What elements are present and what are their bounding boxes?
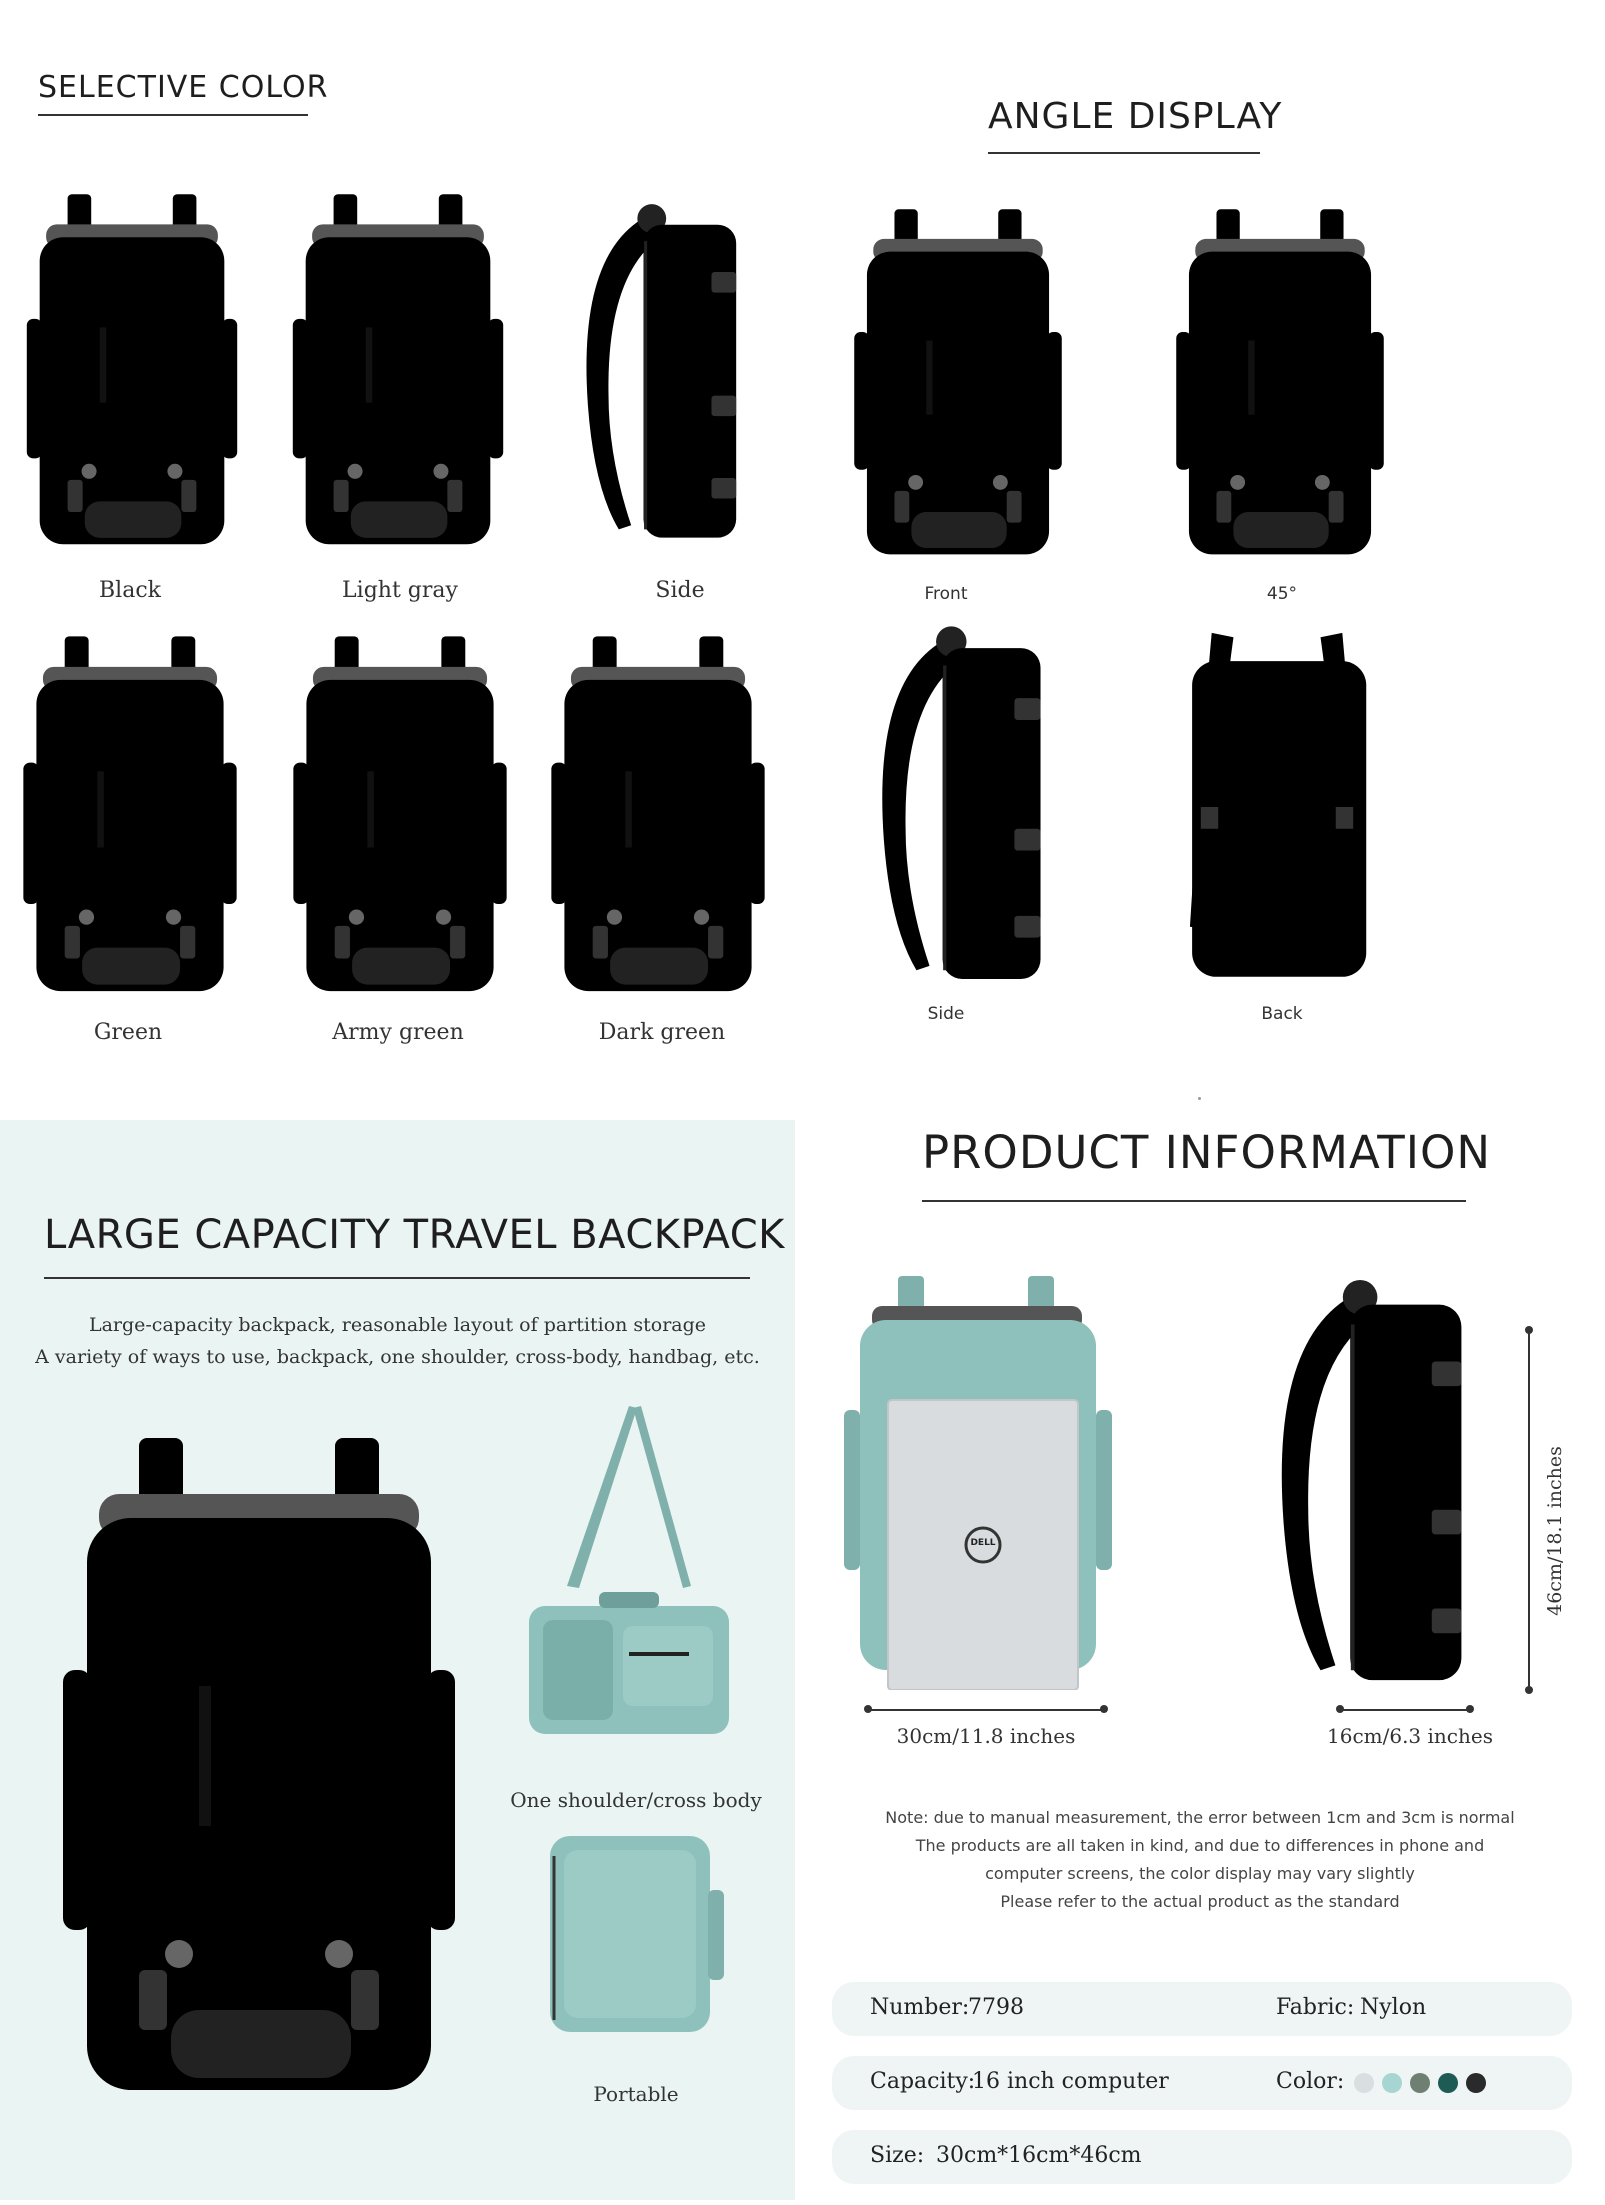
info-row-capacity-color: Capacity: 16 inch computer Color:	[832, 2056, 1572, 2110]
depth-dimension-cap-left	[1336, 1705, 1344, 1713]
caption-45: 45°	[1266, 584, 1298, 604]
angle-display-title: ANGLE DISPLAY	[988, 96, 1283, 137]
angle-display-underline	[988, 152, 1260, 154]
measurement-note: Note: due to manual measurement, the err…	[830, 1804, 1570, 1916]
size-value: 30cm*16cm*46cm	[936, 2143, 1142, 2168]
angle-front-image: .a1 .body{fill:#8fc1bc}.a1 .panel{fill:#…	[838, 205, 1078, 565]
width-dimension-label: 30cm/11.8 inches	[896, 1724, 1076, 1748]
backpack-army-green-image: .b5 .body{fill:#7a8b7b}.b5 .panel{fill:#…	[280, 632, 520, 1002]
portable-mode-image	[540, 1830, 730, 2040]
selective-color-title: SELECTIVE COLOR	[38, 70, 329, 105]
capacity-label: Capacity:	[870, 2069, 976, 2094]
number-value: 7798	[968, 1995, 1024, 2020]
note-line-1: Note: due to manual measurement, the err…	[885, 1808, 1515, 1827]
caption-front: Front	[924, 584, 968, 604]
caption-dark-green: Dark green	[598, 1020, 726, 1045]
small-dot	[1198, 1097, 1201, 1100]
backpack-dark-green-image: .b6 .body{fill:#1e5a5a}.b6 .panel{fill:#…	[538, 632, 778, 1002]
height-dimension-cap-bottom	[1525, 1686, 1533, 1694]
caption-one-shoulder: One shoulder/cross body	[510, 1788, 762, 1812]
fabric-label: Fabric:	[1276, 1995, 1355, 2020]
caption-green: Green	[93, 1020, 163, 1045]
angle-45-image: .a2 .body{fill:#8fc1bc}.a2 .panel{fill:#…	[1140, 205, 1420, 565]
caption-black: Black	[99, 578, 161, 603]
backpack-side-image: .b3 .body{fill:#d2d8da}.b3 .panel2{fill:…	[540, 200, 780, 550]
number-label: Number:	[870, 1995, 970, 2020]
fabric-value: Nylon	[1360, 1995, 1427, 2020]
color-swatch-army-green	[1410, 2073, 1430, 2093]
color-label: Color:	[1276, 2069, 1345, 2094]
info-row-size: Size: 30cm*16cm*46cm	[832, 2130, 1572, 2184]
product-info-title: PRODUCT INFORMATION	[922, 1126, 1492, 1179]
note-line-4: Please refer to the actual product as th…	[1000, 1892, 1400, 1911]
color-swatch-black	[1466, 2073, 1486, 2093]
large-backpack-image: .l1 .body{fill:#8fc1bc}.l1 .panel{fill:#…	[14, 1430, 504, 2110]
caption-army-green: Army green	[332, 1020, 464, 1045]
note-line-2: The products are all taken in kind, and …	[915, 1836, 1485, 1855]
product-info-underline	[922, 1200, 1466, 1202]
large-capacity-underline	[44, 1277, 750, 1279]
height-dimension-cap-top	[1525, 1326, 1533, 1334]
width-dimension-cap-right	[1100, 1705, 1108, 1713]
laptop-brand-logo: DELL	[970, 1538, 996, 1548]
large-capacity-title: LARGE CAPACITY TRAVEL BACKPACK	[44, 1212, 785, 1258]
height-dimension-label: 46cm/18.1 inches	[1544, 1446, 1566, 1616]
caption-back: Back	[1261, 1004, 1303, 1024]
width-dimension-cap-left	[864, 1705, 872, 1713]
note-line-3: computer screens, the color display may …	[985, 1864, 1415, 1883]
caption-portable: Portable	[593, 2082, 679, 2106]
color-swatch-green	[1382, 2073, 1402, 2093]
caption-light-gray: Light gray	[342, 578, 458, 603]
large-capacity-desc-1: Large-capacity backpack, reasonable layo…	[88, 1314, 707, 1336]
info-row-number-fabric: Number: 7798 Fabric: Nylon	[832, 1982, 1572, 2036]
size-label: Size:	[870, 2143, 925, 2168]
color-swatch-light-gray	[1354, 2073, 1374, 2093]
color-swatch-dark-green	[1438, 2073, 1458, 2093]
backpack-black-image: .b1 .body{fill:#1e1e1e}.b1 .panel{fill:#…	[12, 190, 252, 555]
width-dimension-line	[868, 1709, 1104, 1711]
caption-angle-side: Side	[927, 1004, 965, 1024]
product-side-image: .p2 .body{fill:#8fc1bc}.p2 .panel2{fill:…	[1240, 1275, 1500, 1695]
depth-dimension-label: 16cm/6.3 inches	[1327, 1724, 1493, 1748]
large-capacity-desc-2: A variety of ways to use, backpack, one …	[35, 1346, 760, 1368]
shoulder-bag-mode-image	[518, 1396, 740, 1776]
depth-dimension-line	[1340, 1709, 1470, 1711]
selective-color-underline	[38, 114, 308, 116]
caption-side: Side	[655, 578, 705, 603]
backpack-green-image: .b4 .body{fill:#8fc1bc}.b4 .panel{fill:#…	[10, 632, 250, 1002]
capacity-value: 16 inch computer	[972, 2069, 1169, 2094]
angle-back-image: .a4 .body{fill:#8fc1bc}.a4 .panel2{fill:…	[1132, 622, 1422, 992]
height-dimension-line	[1528, 1330, 1530, 1690]
product-front-image	[838, 1270, 1128, 1690]
depth-dimension-cap-right	[1466, 1705, 1474, 1713]
backpack-light-gray-image: .b2 .body{fill:#c6cdd1}.b2 .panel{fill:#…	[278, 190, 518, 555]
angle-side-image: .a3 .body{fill:#8fc1bc}.a3 .panel2{fill:…	[840, 622, 1080, 992]
